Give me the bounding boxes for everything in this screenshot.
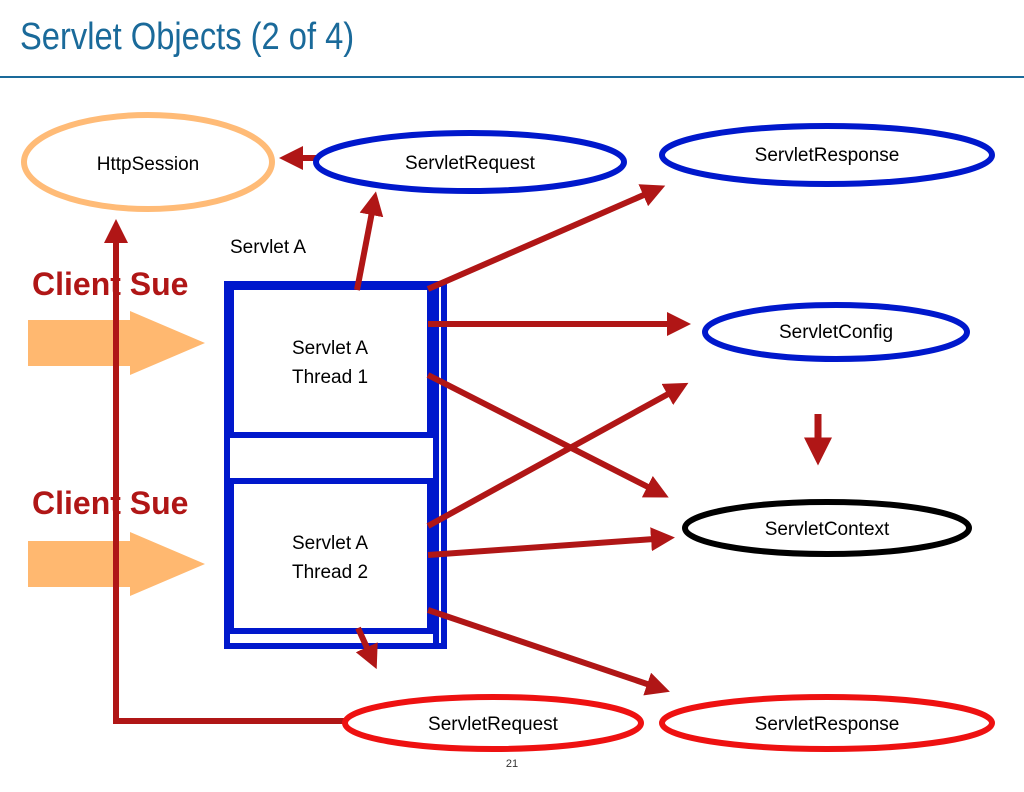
servlet-response-top-label: ServletResponse bbox=[755, 145, 900, 166]
servlet-a-label: Servlet A bbox=[230, 237, 306, 258]
thread1-to-request-arrow bbox=[354, 191, 384, 291]
request-to-session-path-arrow bbox=[104, 219, 348, 724]
thread2-to-request-arrow bbox=[355, 626, 378, 670]
client-sue-label-1: Client Sue bbox=[32, 266, 189, 302]
http-session-node[interactable] bbox=[21, 112, 275, 212]
thread-2-line-1: Servlet A bbox=[292, 533, 368, 554]
servlet-config-node[interactable] bbox=[702, 302, 970, 362]
servlet-request-bottom-label: ServletRequest bbox=[428, 714, 559, 735]
servlet-request-bottom-node[interactable] bbox=[342, 694, 644, 752]
client-sue-label-2: Client Sue bbox=[32, 485, 189, 521]
thread-2-line-2: Thread 2 bbox=[292, 562, 368, 583]
thread-1-line-1: Servlet A bbox=[292, 338, 368, 359]
servlet-context-node[interactable] bbox=[682, 499, 972, 557]
thread2-to-response-arrow bbox=[427, 607, 670, 696]
thread-1-line-2: Thread 1 bbox=[292, 367, 368, 388]
servlet-response-bottom-node[interactable] bbox=[659, 694, 995, 752]
servlet-request-top-label: ServletRequest bbox=[405, 153, 536, 174]
page-number: 21 bbox=[505, 758, 519, 770]
http-session-label: HttpSession bbox=[97, 154, 199, 175]
servlet-config-label: ServletConfig bbox=[779, 322, 893, 343]
slide-title: Servlet Objects (2 of 4) bbox=[20, 16, 355, 58]
title-divider bbox=[0, 76, 1024, 78]
servlet-response-top-node[interactable] bbox=[659, 123, 995, 187]
servlet-context-label: ServletContext bbox=[765, 519, 890, 540]
thread1-to-response-arrow bbox=[426, 184, 666, 292]
servlet-response-bottom-label: ServletResponse bbox=[755, 714, 900, 735]
servlet-request-top-node[interactable] bbox=[313, 130, 627, 194]
thread2-to-config-arrow bbox=[426, 382, 689, 529]
thread1-to-context-arrow bbox=[426, 372, 669, 498]
thread2-to-context-arrow bbox=[427, 527, 675, 558]
thread-2-box[interactable] bbox=[228, 478, 433, 634]
thread-1-box[interactable] bbox=[228, 284, 433, 438]
